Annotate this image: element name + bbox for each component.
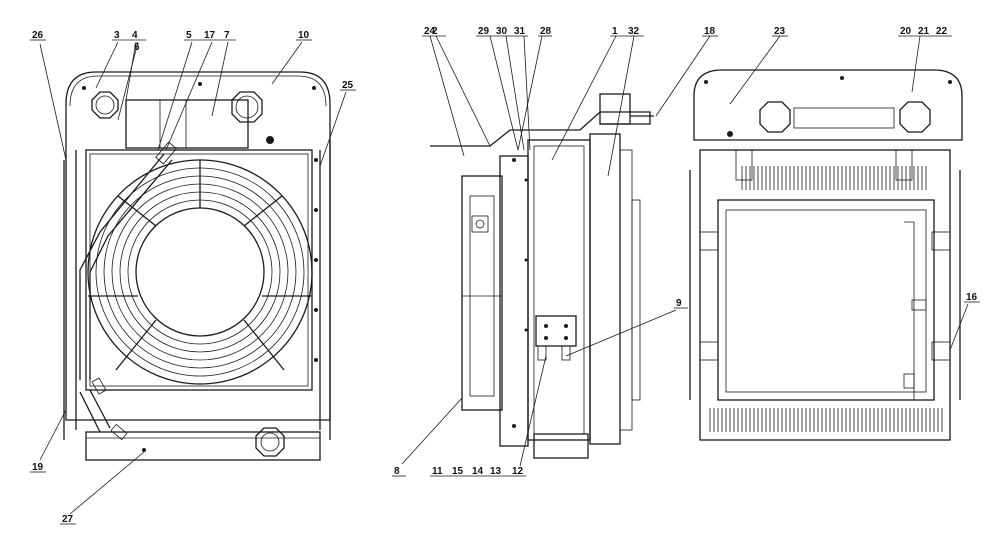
callout-17: 17: [204, 30, 216, 41]
callout-29: 29: [478, 26, 490, 37]
callout-28: 28: [540, 26, 552, 37]
callout-11: 11: [432, 466, 443, 477]
callout-6: 6: [134, 42, 140, 53]
callout-9: 9: [676, 298, 682, 309]
leader-lines: [39, 35, 969, 515]
callout-15: 15: [452, 466, 464, 477]
callout-23: 23: [774, 26, 786, 37]
callout-31: 31: [514, 26, 526, 37]
callout-13: 13: [490, 466, 502, 477]
callout-3: 3: [114, 30, 120, 41]
callout-14: 14: [472, 466, 484, 477]
callout-32: 32: [628, 26, 640, 37]
callout-2: 2: [432, 26, 438, 37]
callout-19: 19: [32, 462, 44, 473]
front-view: [63, 71, 331, 461]
callout-16: 16: [966, 292, 978, 303]
callout-7: 7: [224, 30, 230, 41]
callout-30: 30: [496, 26, 508, 37]
callout-10: 10: [298, 30, 310, 41]
callout-20: 20: [900, 26, 912, 37]
callout-underlines: [30, 35, 980, 525]
callout-21: 21: [918, 26, 930, 37]
callout-12: 12: [512, 466, 524, 477]
callout-5: 5: [186, 30, 192, 41]
callout-18: 18: [704, 26, 716, 37]
callout-27: 27: [62, 514, 74, 525]
callout-25: 25: [342, 80, 354, 91]
rear-view: [689, 69, 963, 441]
side-view: [430, 93, 654, 459]
callout-26: 26: [32, 30, 44, 41]
callout-8: 8: [394, 466, 400, 477]
callout-labels: 26 3 4 5 6 17 7 10 25 19 27 24 2 29 30 3…: [32, 26, 978, 525]
callout-4: 4: [132, 30, 138, 41]
callout-22: 22: [936, 26, 948, 37]
callout-1: 1: [612, 26, 618, 37]
callout-24: 24: [424, 26, 436, 37]
